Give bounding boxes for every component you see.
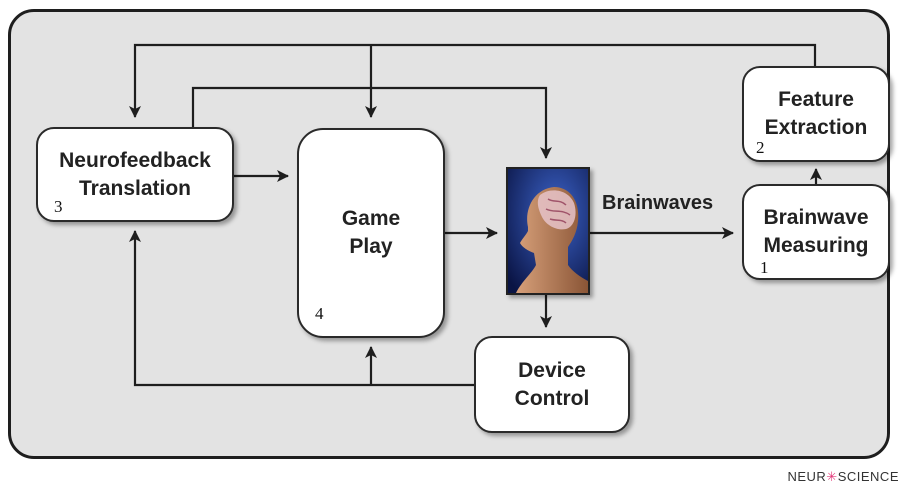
device-control-label: Device Control [514,358,590,410]
feature-extraction-label: Feature Extraction [764,88,868,139]
step-number-3: 3 [54,197,63,216]
step-number-4: 4 [315,304,324,323]
brainwave-measuring-node: Brainwave Measuring 1 [742,184,890,280]
neuroscience-watermark: NEUR✳SCIENCE [787,469,899,485]
game-play-node: Game Play 4 [297,128,445,338]
edge-feature-to-neurofeedback [129,43,817,118]
sparkle-burst-icon: ✳ [826,469,838,484]
human-head-brain-icon [506,167,590,295]
neurofeedback-translation-label: Neurofeedback Translation [59,148,211,200]
neurofeedback-translation-node: Neurofeedback Translation 3 [36,127,234,222]
edge-device-to-neurofeedback [129,230,474,387]
brainwaves-edge-label: Brainwaves [602,192,714,214]
step-number-1: 1 [760,258,769,277]
watermark-text-right: SCIENCE [837,469,899,484]
watermark-text-left: NEUR [787,469,827,484]
device-control-node: Device Control [474,336,630,433]
brainwave-measuring-label: Brainwave Measuring [763,206,869,257]
game-play-label: Game Play [341,207,401,258]
step-number-2: 2 [756,138,765,157]
edge-neurofeedback-to-head [191,86,552,159]
feature-extraction-node: Feature Extraction 2 [742,66,890,162]
